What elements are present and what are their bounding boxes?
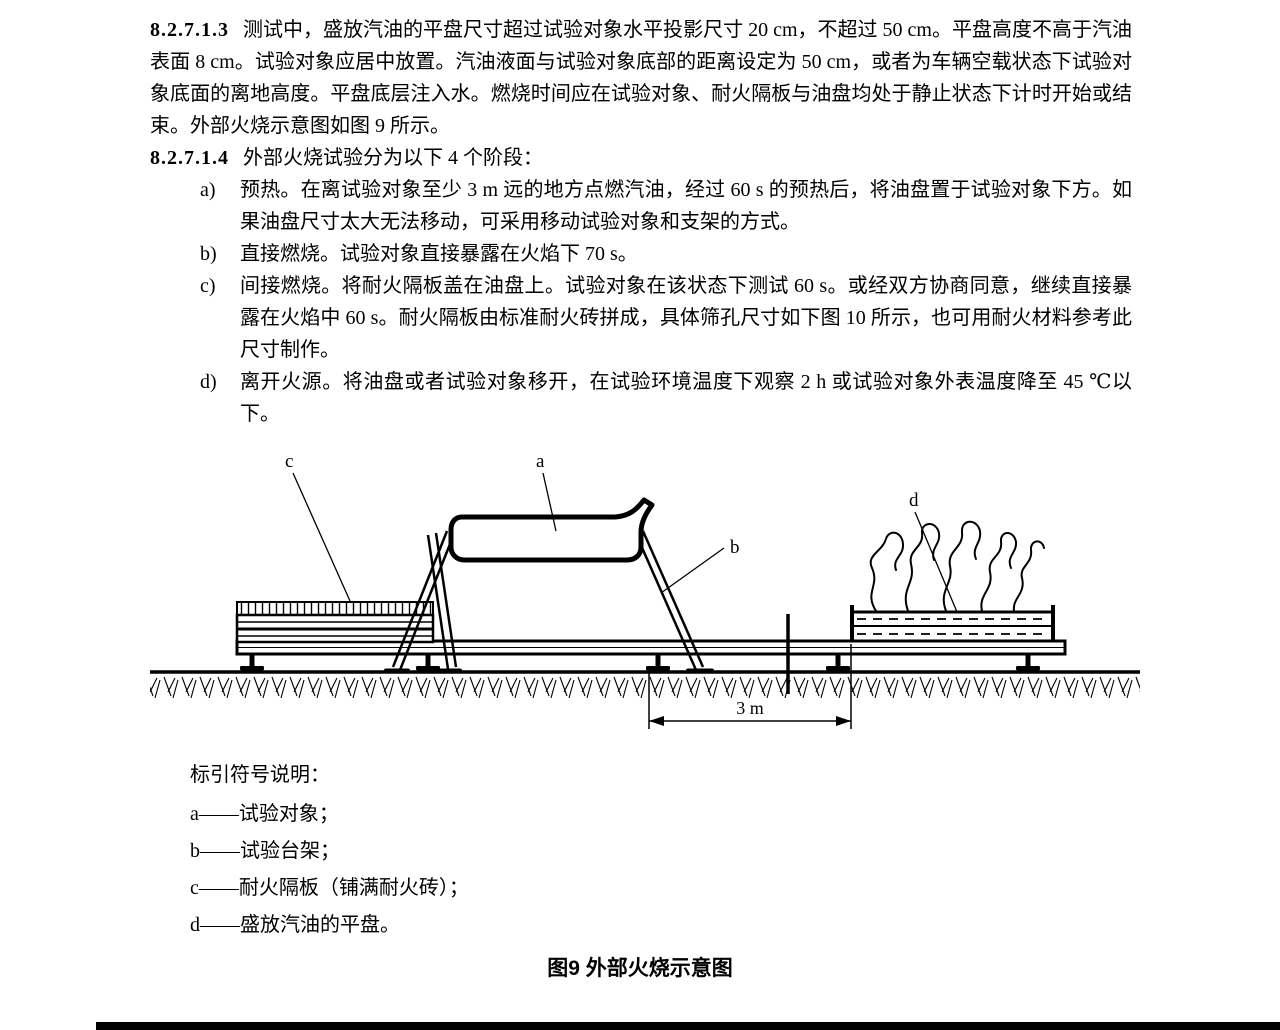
- figure-label-d: d: [909, 490, 919, 511]
- figure-9: 3 m c a b d 标引符号说明： a——试验对象； b——试验台架； c—…: [0, 436, 1280, 982]
- legend-marker: c: [190, 877, 199, 899]
- stage-item-a: a) 预热。在离试验对象至少 3 m 远的地方点燃汽油，经过 60 s 的预热后…: [150, 174, 1132, 238]
- legend-marker: a: [190, 803, 199, 825]
- stage-list: a) 预热。在离试验对象至少 3 m 远的地方点燃汽油，经过 60 s 的预热后…: [150, 174, 1132, 430]
- figure-legend: 标引符号说明： a——试验对象； b——试验台架； c——耐火隔板（铺满耐火砖）…: [190, 758, 1280, 944]
- dimension-arrow-right: [836, 716, 851, 726]
- dimension-label: 3 m: [736, 698, 764, 718]
- stage-item-b: b) 直接燃烧。试验对象直接暴露在火焰下 70 s。: [150, 238, 1132, 270]
- stage-text: 预热。在离试验对象至少 3 m 远的地方点燃汽油，经过 60 s 的预热后，将油…: [240, 179, 1132, 233]
- legend-text: ——试验对象；: [198, 803, 339, 825]
- dimension-3m: 3 m: [648, 644, 852, 729]
- rail-foot: [646, 654, 670, 671]
- stage-text: 离开火源。将油盘或者试验对象移开，在试验环境温度下观察 2 h 或试验对象外表温…: [240, 371, 1132, 425]
- ground: [150, 670, 1140, 698]
- figure-9-diagram: 3 m c a b d: [150, 451, 1140, 729]
- stage-text: 直接燃烧。试验对象直接暴露在火焰下 70 s。: [240, 243, 638, 265]
- clause-8-2-7-1-4: 8.2.7.1.4 外部火烧试验分为以下 4 个阶段：: [150, 142, 1132, 174]
- stage-item-c: c) 间接燃烧。将耐火隔板盖在油盘上。试验对象在该状态下测试 60 s。或经双方…: [150, 270, 1132, 366]
- test-stand: [384, 530, 714, 674]
- stage-marker: c): [200, 275, 216, 297]
- rail-foot: [240, 654, 264, 671]
- legend-text: ——盛放汽油的平盘。: [200, 914, 400, 936]
- stage-marker: b): [200, 243, 217, 265]
- figure-label-c: c: [285, 451, 293, 472]
- flames: [869, 520, 1045, 612]
- stage-text: 间接燃烧。将耐火隔板盖在油盘上。试验对象在该状态下测试 60 s。或经双方协商同…: [240, 275, 1132, 361]
- clause-text: 测试中，盛放汽油的平盘尺寸超过试验对象水平投影尺寸 20 cm，不超过 50 c…: [150, 19, 1132, 137]
- legend-marker: d: [190, 914, 200, 936]
- legend-item-d: d——盛放汽油的平盘。: [190, 907, 1280, 944]
- stage-item-d: d) 离开火源。将油盘或者试验对象移开，在试验环境温度下观察 2 h 或试验对象…: [150, 366, 1132, 430]
- legend-item-b: b——试验台架；: [190, 833, 1280, 870]
- legend-title: 标引符号说明：: [190, 764, 330, 786]
- stage-marker: d): [200, 371, 217, 393]
- legend-item-c: c——耐火隔板（铺满耐火砖）；: [190, 870, 1280, 907]
- figure-labels: c a b d: [285, 451, 958, 613]
- figure-caption: 图9 外部火烧示意图: [547, 957, 733, 980]
- rail-foot: [1016, 654, 1040, 671]
- legend-marker: b: [190, 840, 200, 862]
- figure-label-b: b: [730, 537, 740, 558]
- legend-text: ——耐火隔板（铺满耐火砖）；: [198, 877, 469, 899]
- clause-text: 外部火烧试验分为以下 4 个阶段：: [243, 147, 543, 169]
- gasoline-pan: [850, 605, 1055, 643]
- rail-foot: [416, 654, 440, 671]
- rail-foot: [826, 654, 850, 671]
- fire-resistant-panel: [235, 601, 435, 644]
- dimension-arrow-left: [649, 716, 664, 726]
- clause-number: 8.2.7.1.3: [150, 19, 229, 41]
- bottom-scan-bar: [96, 1022, 1280, 1030]
- figure-label-a: a: [536, 451, 545, 472]
- legend-text: ——试验台架；: [200, 840, 340, 862]
- clause-number: 8.2.7.1.4: [150, 147, 229, 169]
- legend-item-a: a——试验对象；: [190, 796, 1280, 833]
- support-rail: [235, 639, 1067, 671]
- stage-marker: a): [200, 179, 216, 201]
- test-object-pan: [448, 497, 655, 563]
